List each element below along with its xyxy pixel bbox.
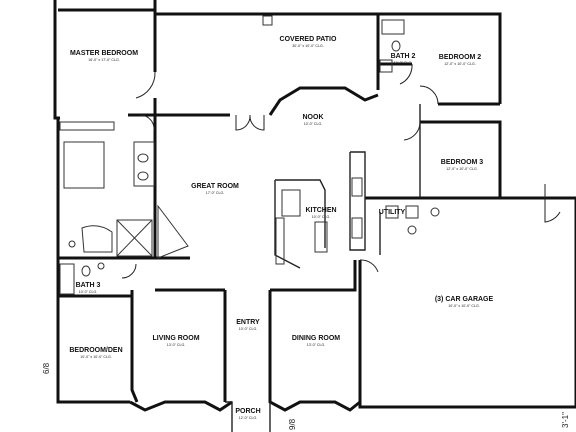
svg-text:10'-0" CLG.: 10'-0" CLG. bbox=[312, 215, 331, 219]
label-covered-patio: COVERED PATIO bbox=[280, 36, 337, 43]
label-bath-2: BATH 2 bbox=[391, 53, 416, 60]
svg-text:30'-0" x 10'-0" CLG.: 30'-0" x 10'-0" CLG. bbox=[292, 44, 324, 48]
label-utility: UTILITY bbox=[379, 209, 406, 216]
fixtures bbox=[59, 15, 440, 295]
svg-text:10'-0" CLG.: 10'-0" CLG. bbox=[79, 290, 98, 294]
svg-text:10'-0" CLG.: 10'-0" CLG. bbox=[304, 122, 323, 126]
svg-text:17'-0" CLG.: 17'-0" CLG. bbox=[206, 191, 225, 195]
marking-bottom-mid: 9/8 bbox=[288, 418, 297, 430]
room-labels: MASTER BEDROOM 16'-0" x 17'-0" CLG. COVE… bbox=[69, 36, 493, 420]
svg-text:12'-0" x 10'-0" CLG.: 12'-0" x 10'-0" CLG. bbox=[444, 62, 476, 66]
label-bath-3: BATH 3 bbox=[76, 282, 101, 289]
svg-text:12'-0" x 10'-0" CLG.: 12'-0" x 10'-0" CLG. bbox=[446, 167, 478, 171]
svg-text:16'-0" x 17'-0" CLG.: 16'-0" x 17'-0" CLG. bbox=[88, 58, 120, 62]
scan-markings: 6/8 9/8 3'-1" bbox=[42, 362, 570, 430]
label-kitchen: KITCHEN bbox=[305, 207, 336, 214]
doors bbox=[121, 63, 561, 279]
label-nook: NOOK bbox=[303, 114, 324, 121]
svg-text:10'-0" x 10'-0" CLG.: 10'-0" x 10'-0" CLG. bbox=[80, 355, 112, 359]
label-bedroom-3: BEDROOM 3 bbox=[441, 159, 484, 166]
svg-text:10'-0" CLG.: 10'-0" CLG. bbox=[239, 327, 258, 331]
label-great-room: GREAT ROOM bbox=[191, 183, 239, 190]
svg-text:10'-0" x 10'-0" CLG.: 10'-0" x 10'-0" CLG. bbox=[448, 304, 480, 308]
marking-bottom-right: 3'-1" bbox=[561, 412, 570, 428]
label-bedroom-den: BEDROOM/DEN bbox=[69, 347, 122, 354]
label-dining-room: DINING ROOM bbox=[292, 335, 340, 342]
label-entry: ENTRY bbox=[236, 319, 260, 326]
label-bedroom-2: BEDROOM 2 bbox=[439, 54, 482, 61]
label-master-bedroom: MASTER BEDROOM bbox=[70, 50, 138, 57]
exterior-walls bbox=[53, 0, 576, 432]
svg-text:10'-0" CLG.: 10'-0" CLG. bbox=[394, 61, 413, 65]
svg-text:13'-0" CLG.: 13'-0" CLG. bbox=[167, 343, 186, 347]
svg-text:13'-0" CLG.: 13'-0" CLG. bbox=[307, 343, 326, 347]
svg-text:12'-0" CLG.: 12'-0" CLG. bbox=[239, 416, 258, 420]
label-car-garage: (3) CAR GARAGE bbox=[435, 296, 494, 303]
label-living-room: LIVING ROOM bbox=[152, 335, 199, 342]
label-porch: PORCH bbox=[235, 408, 260, 415]
marking-left-edge: 6/8 bbox=[42, 362, 51, 374]
